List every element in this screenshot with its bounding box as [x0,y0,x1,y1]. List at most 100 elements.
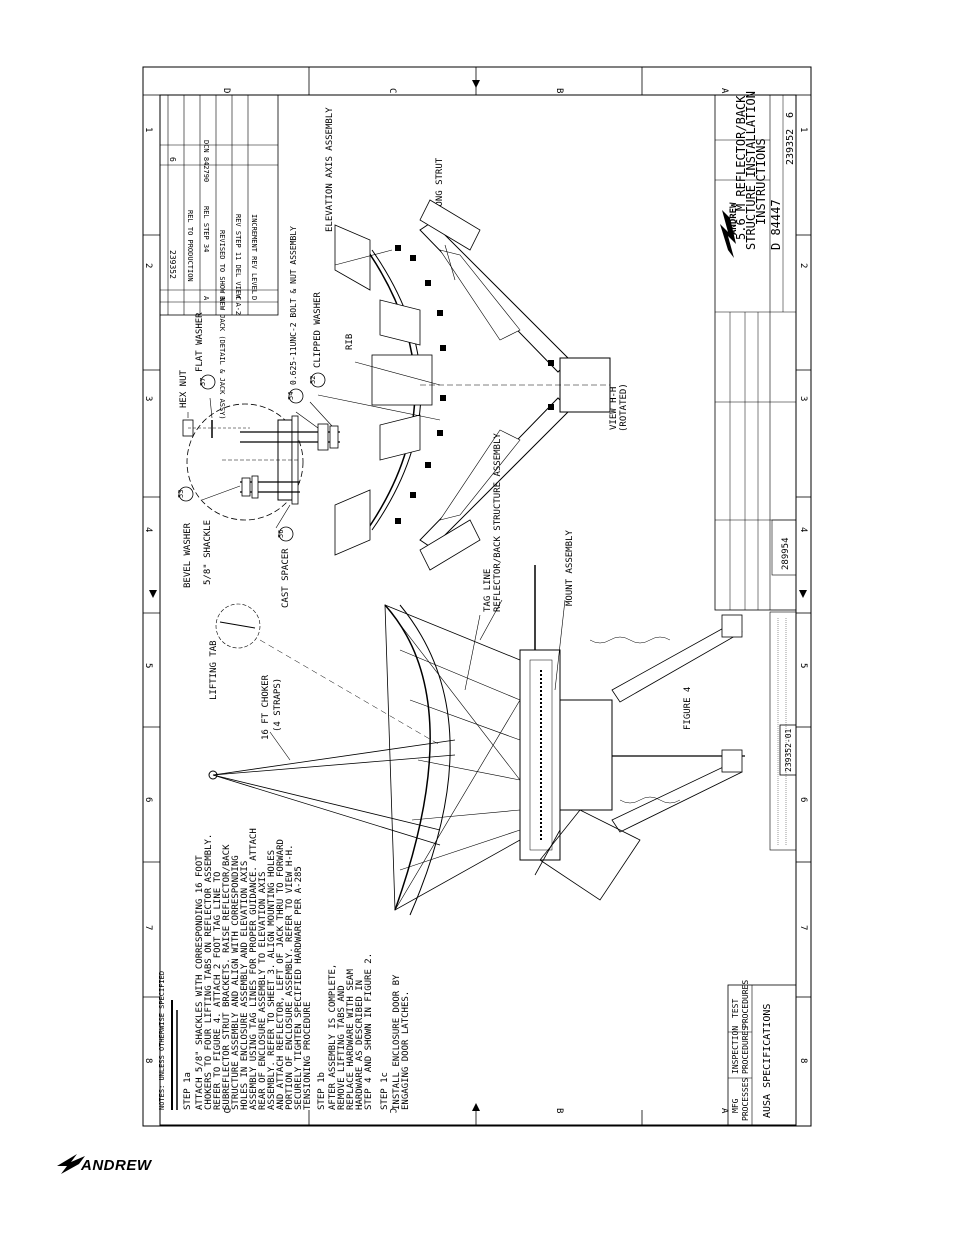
balloon-flat-washer [200,374,216,390]
choker-4 [212,774,441,846]
center-arrow-bottom [472,1103,480,1111]
title-line-1: 5.6 M REFLECTOR/BACK [734,95,748,240]
center-marks [149,80,807,1111]
label-cast-spacer: CAST SPACER [281,548,291,608]
label-bevel-washer: BEVEL WASHER [183,522,193,588]
outer-border [142,66,812,1127]
zone-num-right-4: 4 [798,527,808,532]
figure-4-callouts: 16 FT CHOKER (4 STRAPS) TAG LINE REFLECT… [261,433,693,740]
zone-num-right-1: 1 [798,127,808,132]
zone-letter-top-c: C [387,88,397,93]
rev-row-b-desc: REVISED TO SHOW NEW JACK (DETAIL & JACK … [218,230,226,420]
zone-letter-top-d: D [221,88,231,93]
balloon-flat-washer-num: 57 [199,378,207,386]
rev-row-c-letter: C [234,296,242,300]
step1a-text: ATTACH 5/8" SHACKLES WITH CORRESPONDING … [195,828,313,1110]
balloon-clipped-washer-num: 52 [309,376,317,384]
spec-mfg: MFG [731,1098,740,1113]
svg-text:REPLACE HARDWARE WITH SEAM: REPLACE HARDWARE WITH SEAM [346,969,356,1110]
title-next-assy: 289954 [781,537,791,570]
mount-body [559,699,613,811]
zone-num-right-5: 5 [798,663,808,668]
svg-text:SUBREFLECTOR STRUT BRACKETS. R: SUBREFLECTOR STRUT BRACKETS. RAISE REFLE… [222,844,232,1110]
svg-text:HOLES IN ENCLOSURE ASSEMBLY AN: HOLES IN ENCLOSURE ASSEMBLY AND ELEVATIO… [240,861,250,1110]
label-mount-assembly: MOUNT ASSEMBLY [565,530,575,606]
rev-first-row: REL TO PRODUCTION [186,210,194,282]
choker-3 [212,774,441,831]
svg-text:TENSIONING PROCEDURE: TENSIONING PROCEDURE [303,1002,313,1110]
balloon-cast-spacer [278,526,294,542]
title-block: ANDREW 5.6 M REFLECTOR/BACK STRUCTURE IN… [714,91,797,611]
zone-num-left-2: 2 [143,263,153,268]
zone-num-left-8: 8 [143,1058,153,1063]
detail-circle [186,403,304,521]
label-choker-sub: (4 STRAPS) [273,678,283,732]
label-rib: RIB [345,334,355,350]
svg-text:ASSEMBLY. REFER TO SHEET 3. AL: ASSEMBLY. REFER TO SHEET 3. ALIGN MOUNTI… [267,850,277,1110]
spec-procedures: PROCEDURES [741,1026,750,1074]
title-drawing-number: 239352 [785,129,796,165]
spec-test-procedures: PROCEDURES [741,980,750,1028]
svg-text:HARDWARE AS DESCRIBED IN: HARDWARE AS DESCRIBED IN [355,980,365,1110]
svg-text:STRUCTURE ASSEMBLY AND ALIGN W: STRUCTURE ASSEMBLY AND ALIGN WITH CORRES… [231,855,241,1110]
balloon-bevel-washer-num: 53 [177,490,185,498]
label-elevation-axis: ELEVATION AXIS ASSEMBLY [325,107,335,232]
step1a-title: STEP 1a [183,1072,193,1110]
rev-row-b-letter: B [218,296,226,300]
svg-text:REMOVE LIFTING TABS AND: REMOVE LIFTING TABS AND [337,985,347,1110]
zone-num-right-3: 3 [798,396,808,401]
label-view-hh-sub: (ROTATED) [619,383,629,432]
zone-num-left-1: 1 [143,127,153,132]
svg-text:ENGAGING DOOR LATCHES.: ENGAGING DOOR LATCHES. [401,991,411,1110]
spec-test: TEST [731,999,740,1018]
bottom-ref-number: 239352-01 [784,728,793,772]
zone-num-left-7: 7 [143,925,153,930]
footer-logo: ANDREW [55,1148,170,1178]
balloon-bolt-num: 54 [287,392,295,400]
notes-block: NOTES: UNLESS OTHERWISE SPECIFIED STEP 1… [158,828,411,1110]
spec-title: AUSA SPECIFICATIONS [762,1004,773,1118]
zone-numbers: 1 2 3 4 5 6 7 8 1 2 3 4 5 6 7 8 [143,127,808,1063]
andrew-logo-icon [57,1154,85,1174]
svg-text:INSTALL ENCLOSURE DOOR BY: INSTALL ENCLOSURE DOOR BY [392,974,402,1110]
zone-num-right-7: 7 [798,925,808,930]
footer-logo-text: ANDREW [81,1157,152,1174]
view-hh-drawing [317,199,611,571]
center-arrow-top [472,80,480,88]
label-shackle: 5/8" SHACKLE [203,520,213,585]
revision-block: 239352 6 REL TO PRODUCTION A REL STEP 34… [159,94,279,420]
rev-sheet-number: 6 [168,157,177,162]
step1c-title: STEP 1c [380,1072,390,1110]
zone-num-left-5: 5 [143,663,153,668]
zone-num-left-6: 6 [143,797,153,802]
choker-1 [212,739,456,776]
zone-num-right-2: 2 [798,263,808,268]
zone-num-right-8: 8 [798,1058,808,1063]
svg-text:CHOKERS TO FOUR LIFTING TABS O: CHOKERS TO FOUR LIFTING TABS ON REFLECTO… [204,834,214,1110]
zone-letters: D C B A D C B A [221,88,729,1114]
center-arrow-left [149,590,157,598]
rev-doc-number: 239352 [168,250,177,279]
label-figure-4: FIGURE 4 [683,687,693,730]
rev-row-a-dcn: DCN 842790 [202,140,210,182]
reflector-dish-front [384,604,431,911]
svg-text:REAR OF ENCLOSURE ASSEMBLY TO: REAR OF ENCLOSURE ASSEMBLY TO ELEVATION … [258,872,268,1110]
zone-letter-bottom-c: C [387,1108,397,1113]
label-flat-washer: FLAT WASHER [195,312,205,372]
label-long-strut: LONG STRUT [435,157,445,212]
zone-letter-bottom-a: A [719,1108,729,1114]
step1b-text: AFTER ASSEMBLY IS COMPLETE, REMOVE LIFTI… [328,953,374,1110]
title-dcn: D 84447 [769,199,783,250]
step1b-title: STEP 1b [317,1072,327,1110]
step1c-text: INSTALL ENCLOSURE DOOR BY ENGAGING DOOR … [392,974,411,1110]
zone-letter-bottom-d: D [221,1108,231,1113]
label-choker: 16 FT CHOKER [261,674,271,740]
svg-text:REFER TO FIGURE 4. ATTACH 2 FO: REFER TO FIGURE 4. ATTACH 2 FOOT TAG LIN… [213,872,223,1110]
title-company: ANDREW [729,202,739,235]
zone-letter-top-a: A [719,88,729,94]
label-bolt: 0.625-11UNC-2 BOLT & NUT ASSEMBLY [289,226,298,385]
zone-num-left-3: 3 [143,396,153,401]
title-line-3: INSTRUCTIONS [754,138,768,225]
balloon-cast-spacer-num: 56 [277,530,285,538]
label-lifting-tab: LIFTING TAB [209,640,219,700]
